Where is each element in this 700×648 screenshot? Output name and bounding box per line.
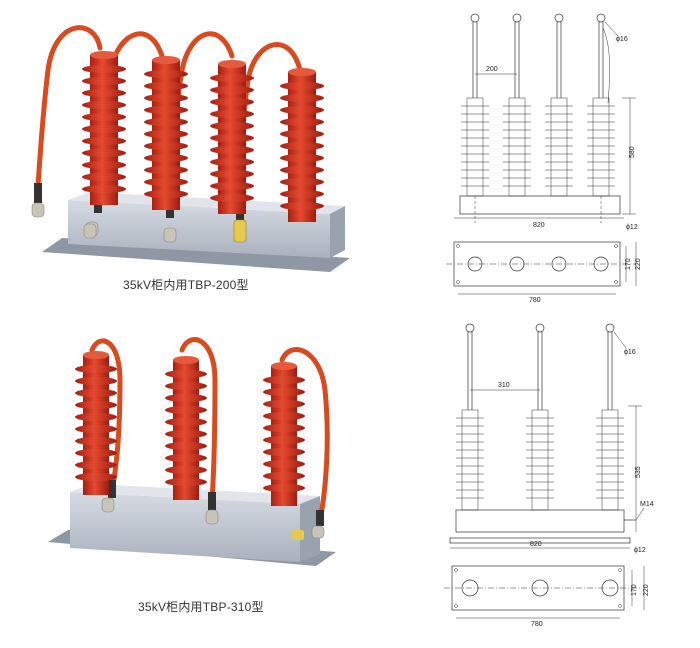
base-box: [68, 200, 330, 258]
bottom-ground-bolt: M14: [640, 501, 654, 508]
top-base-length: 820: [533, 222, 545, 229]
tbp-200-photo: [31, 25, 350, 272]
bottom-stud-dia: ϕ16: [624, 349, 636, 356]
bottom-base-length: 820: [530, 541, 542, 548]
bottom-pitch-label: 310: [498, 382, 510, 389]
tbp-310-caption: 35kV柜内用TBP-310型: [138, 600, 264, 614]
tbp-200-caption: 35kV柜内用TBP-200型: [123, 278, 249, 292]
tbp-310-drawing: M14 310 535 ϕ16 820 ϕ12 170 220 780: [444, 323, 654, 628]
top-plate-length: 780: [529, 297, 541, 304]
bottom-plate-outer: 220: [643, 584, 650, 596]
top-height-label: 580: [629, 146, 636, 158]
tbp-310-photo: [48, 337, 336, 566]
top-plate-inner: 170: [625, 258, 632, 270]
top-stud-dia: ϕ16: [616, 36, 628, 43]
bottom-plate-inner: 170: [631, 584, 638, 596]
top-pitch-label: 200: [486, 66, 498, 73]
bottom-plate-length: 780: [531, 621, 543, 628]
top-hole-dia: ϕ12: [626, 224, 638, 231]
tbp-200-drawing: 200 580 ϕ16 820 ϕ12 170 220 780: [446, 13, 642, 304]
bottom-hole-dia: ϕ12: [634, 547, 646, 554]
bottom-height-label: 535: [635, 466, 642, 478]
top-plate-outer: 220: [635, 258, 642, 270]
